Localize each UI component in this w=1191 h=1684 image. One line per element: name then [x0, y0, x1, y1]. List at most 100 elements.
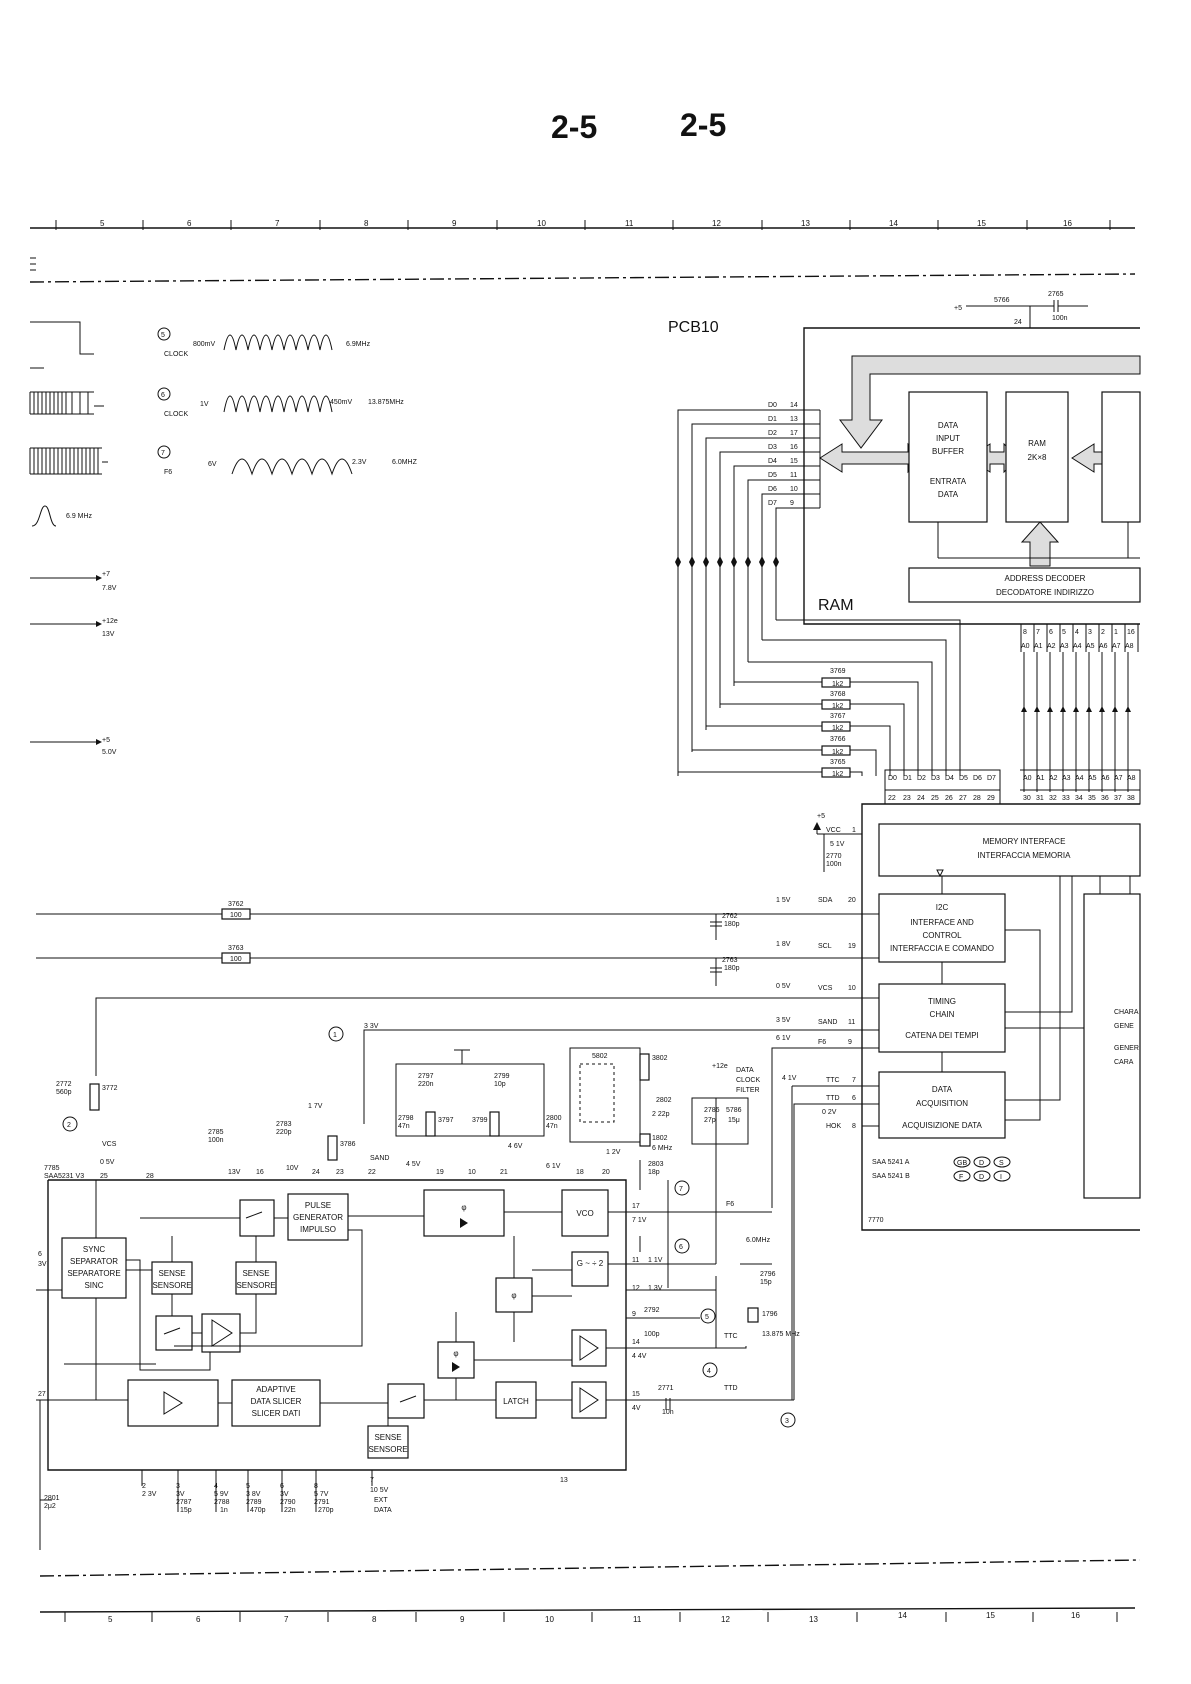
- svg-text:3766: 3766: [830, 736, 846, 743]
- svg-text:ACQUISITION: ACQUISITION: [916, 1099, 968, 1108]
- svg-text:D7: D7: [987, 775, 996, 782]
- pulse-waveform: [30, 321, 94, 355]
- svg-text:2788: 2788: [214, 1499, 230, 1506]
- ram-ic-outline: [803, 327, 1140, 625]
- svg-text:2K×8: 2K×8: [1028, 453, 1047, 462]
- svg-text:180p: 180p: [724, 921, 740, 928]
- svg-text:1: 1: [852, 827, 856, 834]
- svg-text:7: 7: [370, 1477, 374, 1484]
- svg-text:TTD: TTD: [724, 1385, 738, 1392]
- svg-text:1: 1: [333, 1032, 337, 1039]
- address-decoder-block: [908, 567, 1141, 603]
- waveform-amp: 800mV: [193, 341, 216, 348]
- svg-text:1796: 1796: [762, 1311, 778, 1318]
- svg-text:A6: A6: [1099, 643, 1108, 650]
- svg-text:4 1V: 4 1V: [782, 1075, 797, 1082]
- svg-text:6 1V: 6 1V: [546, 1163, 561, 1170]
- svg-text:HOK: HOK: [826, 1123, 842, 1130]
- svg-text:5 9V: 5 9V: [214, 1491, 229, 1498]
- svg-text:5: 5: [1062, 629, 1066, 636]
- svg-text:+12e: +12e: [712, 1063, 728, 1070]
- phase-detector-block-3: [437, 1341, 475, 1379]
- svg-text:A7: A7: [1114, 775, 1123, 782]
- ram-block: [1005, 391, 1069, 523]
- svg-text:13V: 13V: [228, 1169, 241, 1176]
- svg-text:2771: 2771: [658, 1385, 674, 1392]
- svg-text:16: 16: [256, 1169, 264, 1176]
- grid-col-bottom: 9: [460, 1615, 465, 1624]
- svg-text:25: 25: [100, 1173, 108, 1180]
- input-amp-block: [127, 1379, 219, 1427]
- svg-text:13: 13: [560, 1477, 568, 1484]
- amp-block-2: [571, 1329, 607, 1367]
- svg-text:1802: 1802: [652, 1135, 668, 1142]
- svg-text:INTERFACCIA MEMORIA: INTERFACCIA MEMORIA: [978, 851, 1072, 860]
- svg-text:D0: D0: [768, 402, 777, 409]
- svg-text:D3: D3: [768, 444, 777, 451]
- svg-text:3: 3: [1088, 629, 1092, 636]
- svg-text:TTC: TTC: [826, 1077, 840, 1084]
- svg-text:A3: A3: [1062, 775, 1071, 782]
- divider-block: [571, 1251, 609, 1287]
- svg-text:5766: 5766: [994, 297, 1010, 304]
- svg-text:3786: 3786: [340, 1141, 356, 1148]
- supply-volt: 5.0V: [102, 749, 117, 756]
- svg-text:D7: D7: [768, 500, 777, 507]
- svg-text:100n: 100n: [826, 861, 842, 868]
- border-dash-bottom: [39, 1559, 1141, 1577]
- grid-col-bottom: 11: [633, 1615, 642, 1624]
- svg-text:SINC: SINC: [84, 1281, 103, 1290]
- svg-text:ADAPTIVE: ADAPTIVE: [256, 1385, 296, 1394]
- svg-text:3802: 3802: [652, 1055, 668, 1062]
- grid-col-top: 6: [187, 219, 192, 228]
- svg-text:I2C: I2C: [936, 903, 949, 912]
- svg-text:A0: A0: [1023, 775, 1032, 782]
- adaptive-slicer-block: [231, 1379, 321, 1427]
- svg-text:D1: D1: [903, 775, 912, 782]
- svg-text:A1: A1: [1036, 775, 1045, 782]
- svg-text:47n: 47n: [546, 1123, 558, 1130]
- svg-text:1: 1: [1114, 629, 1118, 636]
- svg-text:2789: 2789: [246, 1499, 262, 1506]
- svg-text:2772: 2772: [56, 1081, 72, 1088]
- svg-text:A2: A2: [1049, 775, 1058, 782]
- svg-text:10: 10: [848, 985, 856, 992]
- svg-text:TTD: TTD: [826, 1095, 840, 1102]
- svg-text:VCS: VCS: [102, 1141, 117, 1148]
- svg-text:7: 7: [679, 1186, 683, 1193]
- border-dash-top: [29, 273, 1136, 283]
- svg-text:A6: A6: [1101, 775, 1110, 782]
- svg-text:A2: A2: [1047, 643, 1056, 650]
- svg-text:3769: 3769: [830, 668, 846, 675]
- svg-text:5: 5: [246, 1483, 250, 1490]
- svg-text:IMPULSO: IMPULSO: [300, 1225, 336, 1234]
- svg-text:7: 7: [1036, 629, 1040, 636]
- svg-text:3772: 3772: [102, 1085, 118, 1092]
- svg-text:17: 17: [790, 430, 798, 437]
- svg-text:6: 6: [679, 1244, 683, 1251]
- page-title-right: 2-5: [680, 107, 726, 143]
- svg-text:3799: 3799: [472, 1117, 488, 1124]
- svg-text:2: 2: [1101, 629, 1105, 636]
- grid-col-bottom: 5: [108, 1615, 113, 1624]
- svg-text:D5: D5: [768, 472, 777, 479]
- slicer-output-wiring: [626, 1086, 794, 1401]
- grid-col-top: 14: [889, 219, 898, 228]
- svg-text:100n: 100n: [208, 1137, 224, 1144]
- svg-text:24: 24: [917, 795, 925, 802]
- svg-text:SEPARATOR: SEPARATOR: [70, 1257, 118, 1266]
- svg-text:15: 15: [790, 458, 798, 465]
- latch-block: [495, 1381, 537, 1419]
- svg-text:6: 6: [38, 1251, 42, 1258]
- svg-text:100p: 100p: [644, 1331, 660, 1338]
- supply-volt: 7.8V: [102, 585, 117, 592]
- svg-text:+5: +5: [954, 305, 962, 312]
- grid-col-bottom: 13: [809, 1615, 818, 1624]
- svg-text:1k2: 1k2: [832, 725, 843, 732]
- teletext-ic-outline: [861, 803, 1140, 1231]
- grid-col-top: 15: [977, 219, 986, 228]
- svg-text:φ: φ: [453, 1349, 458, 1358]
- svg-text:14: 14: [632, 1339, 640, 1346]
- svg-text:3V: 3V: [176, 1491, 185, 1498]
